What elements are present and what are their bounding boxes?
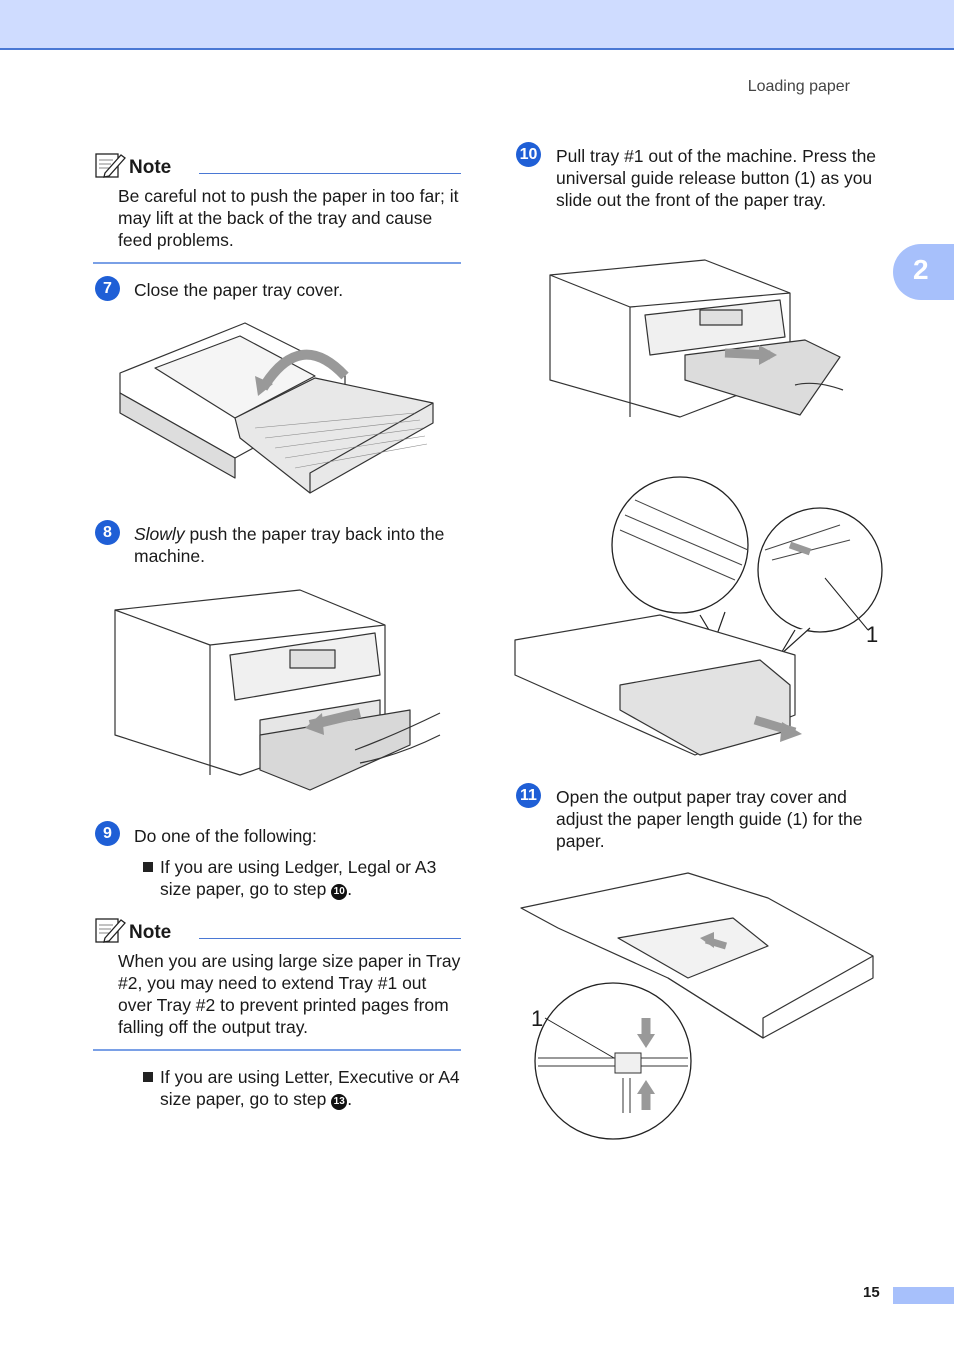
note-pencil-icon: [95, 153, 126, 178]
chapter-number: 2: [913, 254, 929, 285]
step-7-badge: 7: [95, 276, 120, 301]
step-ref-10[interactable]: 10: [331, 884, 348, 900]
step-9-text: Do one of the following:: [134, 826, 317, 846]
note-text: Be careful not to push the paper in too …: [118, 186, 459, 250]
length-guide-callout: 1: [531, 1006, 544, 1031]
length-guide-illustration: [520, 872, 874, 1140]
note-text: When you are using large size paper in T…: [118, 951, 461, 1037]
bullet: [143, 862, 153, 872]
push-tray-illustration: [114, 589, 441, 791]
header-band: [0, 0, 954, 50]
step-8-emphasis: Slowly: [134, 524, 185, 544]
note-end-rule: [93, 262, 461, 264]
step-ref-13[interactable]: 13: [331, 1094, 348, 1110]
note-rule: [199, 173, 461, 174]
note-end-rule: [93, 1049, 461, 1051]
footer-band: [893, 1287, 954, 1304]
bullet: [143, 1072, 153, 1082]
note-label: Note: [129, 157, 172, 178]
step-10-badge: 10: [516, 142, 541, 167]
pull-tray-illustration: [549, 259, 844, 418]
step-8-badge: 8: [95, 520, 120, 545]
chapter-tab: 2: [893, 244, 954, 300]
step-10-text: Pull tray #1 out of the machine. Press t…: [556, 146, 877, 210]
step-11-badge: 11: [516, 783, 541, 808]
page-number: 15: [863, 1284, 880, 1301]
step-9-badge: 9: [95, 821, 120, 846]
release-button-illustration: [514, 476, 883, 756]
option-text: If you are using Letter, Executive or A4…: [160, 1067, 460, 1109]
note-pencil-icon: [95, 918, 126, 943]
step-11-text: Open the output paper tray cover and adj…: [556, 787, 863, 851]
tray-cover-illustration: [119, 322, 434, 494]
running-title: Loading paper: [747, 78, 850, 95]
step-9-option-large: If you are using Ledger, Legal or A3 siz…: [160, 857, 437, 900]
note-label: Note: [129, 922, 172, 943]
note-rule: [199, 938, 461, 939]
step-7-text: Close the paper tray cover.: [134, 280, 344, 300]
release-button-callout: 1: [866, 622, 879, 647]
step-8-body: push the paper tray back into the machin…: [134, 524, 445, 566]
step-8-text: Slowly push the paper tray back into the…: [134, 523, 464, 567]
option-text: If you are using Ledger, Legal or A3 siz…: [160, 857, 437, 899]
step-9-option-standard: If you are using Letter, Executive or A4…: [160, 1067, 460, 1110]
